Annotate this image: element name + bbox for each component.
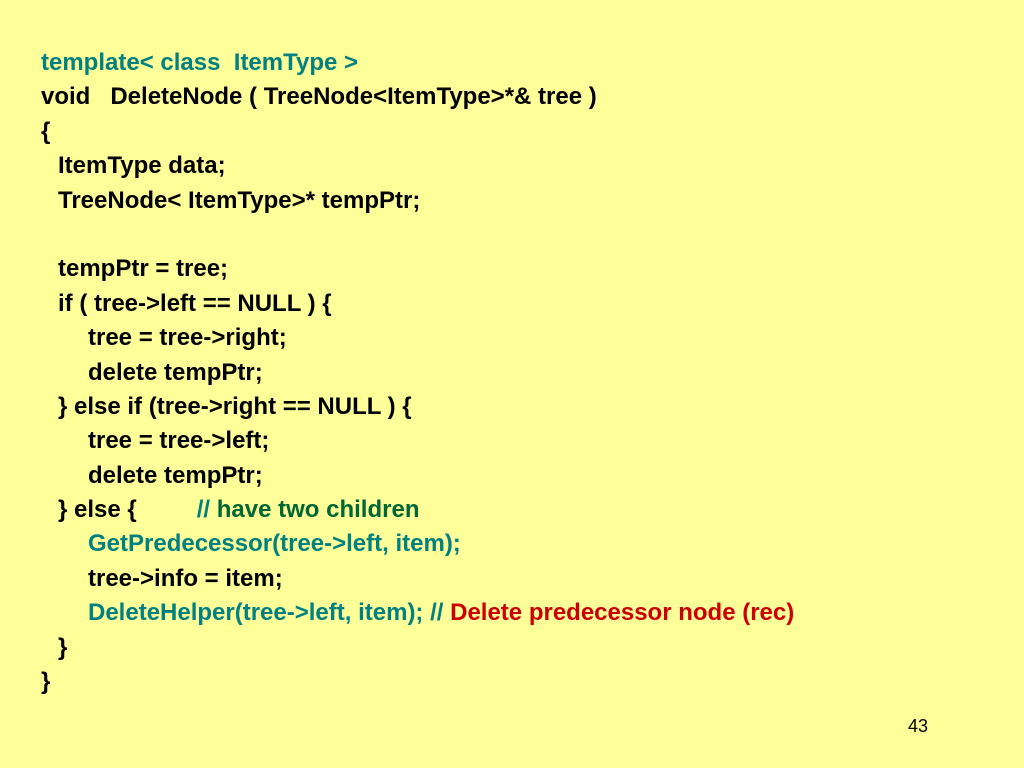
code-segment: if ( tree->left == NULL ) { [58,289,332,317]
code-segment: delete tempPtr; [88,358,263,386]
code-line: } [41,631,794,665]
code-line [41,218,794,252]
page-number: 43 [908,716,929,736]
code-segment: TreeNode< ItemType>* tempPtr; [58,186,421,214]
code-line: ItemType data; [41,149,794,183]
code-line: template< class ItemType > [41,46,794,80]
code-line: void DeleteNode ( TreeNode<ItemType>*& t… [41,80,794,114]
code-line: TreeNode< ItemType>* tempPtr; [41,184,794,218]
code-segment: } [41,668,51,696]
code-line: tree->info = item; [41,562,794,596]
code-segment: } else { [58,496,197,524]
code-segment: Delete predecessor node (rec) [450,599,795,627]
code-line: { [41,115,794,149]
code-segment: GetPredecessor(tree->left, item); [88,530,461,558]
code-block: template< class ItemType > void DeleteNod… [41,46,794,699]
code-segment: // [196,496,217,524]
code-line: tree = tree->left; [41,424,794,458]
code-segment: tree->info = item; [88,564,283,592]
code-segment: tree = tree->right; [88,324,287,352]
code-segment: { [41,117,51,145]
code-segment: delete tempPtr; [88,461,263,489]
code-line: } else if (tree->right == NULL ) { [41,390,794,424]
code-segment: template< class ItemType > [41,49,359,76]
code-line: GetPredecessor(tree->left, item); [41,527,794,561]
code-line: if ( tree->left == NULL ) { [41,287,794,321]
code-segment: have two children [216,496,420,524]
code-line: } else { // have two children [41,493,794,527]
code-segment: tempPtr = tree; [58,255,229,283]
code-segment: void DeleteNode ( TreeNode<ItemType>*& t… [41,83,597,111]
code-line: } [41,665,794,699]
code-line: DeleteHelper(tree->left, item); // Delet… [41,596,794,630]
code-segment: } [58,633,68,661]
code-line: tree = tree->right; [41,321,794,355]
code-line: tempPtr = tree; [41,252,794,286]
code-segment: ItemType data; [58,152,226,180]
code-segment: tree = tree->left; [88,427,270,455]
code-segment: } else if (tree->right == NULL ) { [58,392,412,420]
code-line: delete tempPtr; [41,459,794,493]
code-segment: DeleteHelper(tree->left, item); // [88,599,451,627]
code-line: delete tempPtr; [41,356,794,390]
